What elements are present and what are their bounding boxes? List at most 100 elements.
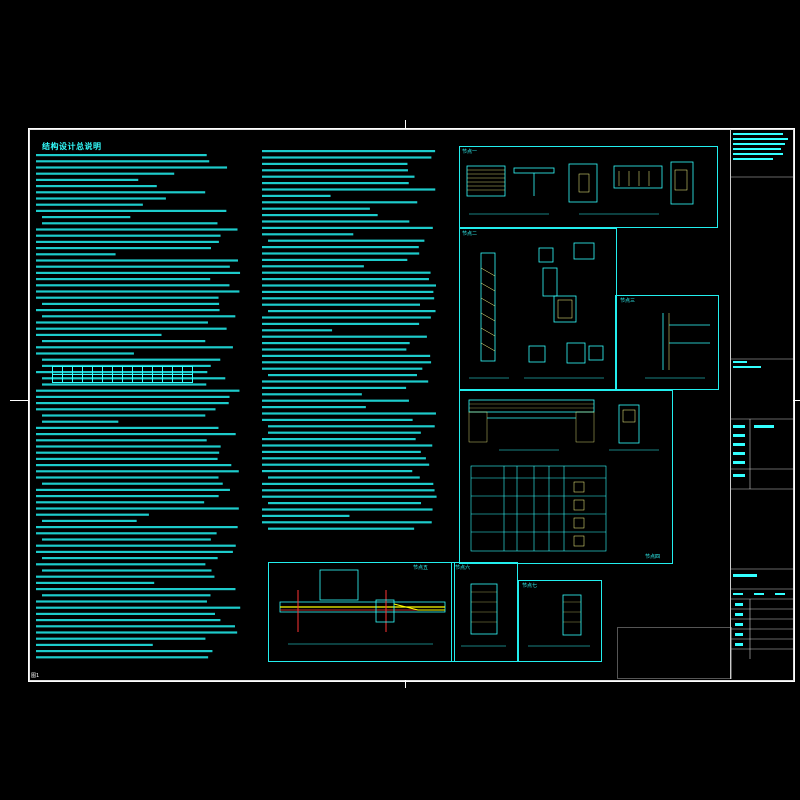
detail-drawing-7 — [528, 594, 590, 647]
note-line — [36, 271, 241, 274]
note-line — [36, 575, 215, 578]
detail-panel-7 — [518, 580, 602, 662]
detail-label-5: 节点五 — [413, 565, 429, 571]
note-line — [262, 393, 362, 396]
note-line — [36, 501, 205, 504]
note-line — [36, 426, 219, 429]
note-line — [36, 209, 227, 212]
note-line — [36, 284, 230, 287]
note-line — [262, 482, 434, 485]
note-line — [36, 439, 207, 442]
note-line — [36, 389, 240, 392]
note-line — [36, 581, 155, 584]
note-line — [36, 240, 219, 243]
detail-drawing-1 — [466, 161, 694, 215]
note-line — [262, 214, 378, 217]
note-line — [36, 203, 143, 206]
note-line — [262, 201, 418, 204]
note-line — [268, 239, 425, 242]
note-line — [36, 619, 221, 622]
note-line — [262, 220, 410, 223]
note-line — [42, 216, 131, 219]
note-line — [42, 594, 211, 597]
note-line — [36, 253, 116, 256]
note-line — [36, 160, 210, 163]
note-line — [262, 342, 410, 345]
detail-label-1: 节点一 — [462, 149, 478, 155]
note-line — [42, 302, 220, 305]
detail-panel-2 — [459, 228, 617, 390]
note-line — [262, 233, 354, 236]
detail-panel-4 — [459, 390, 673, 564]
note-line — [262, 508, 433, 511]
note-line — [36, 166, 228, 169]
note-line — [268, 431, 421, 434]
note-line — [262, 348, 407, 351]
right-center-tick — [793, 400, 800, 401]
note-line — [262, 457, 426, 460]
note-line — [262, 303, 421, 306]
detail-panel-1 — [459, 146, 718, 228]
page-title: 结构设计总说明 — [42, 142, 102, 151]
sheet-number: 图1 — [31, 673, 40, 679]
notes-column-2 — [262, 150, 437, 530]
note-line — [36, 402, 229, 405]
title-block-content — [730, 133, 793, 659]
note-line — [36, 278, 211, 281]
note-line — [262, 252, 420, 255]
note-line — [36, 637, 206, 640]
note-line — [262, 162, 408, 165]
note-line — [262, 194, 331, 197]
detail-label-2: 节点二 — [462, 231, 478, 237]
note-line — [262, 207, 370, 210]
note-line — [36, 476, 219, 479]
note-line — [262, 290, 434, 293]
note-line — [36, 451, 220, 454]
note-line — [262, 386, 407, 389]
note-line — [262, 406, 366, 409]
note-line — [36, 457, 218, 460]
note-line — [262, 438, 416, 441]
detail-panel-5 — [268, 562, 455, 662]
note-line — [262, 361, 432, 364]
detail-drawing-4 — [468, 399, 659, 552]
detail-drawing-3 — [645, 313, 710, 379]
note-line — [262, 399, 409, 402]
note-line — [42, 383, 207, 386]
note-line — [36, 327, 227, 330]
note-line — [268, 527, 415, 530]
note-line — [262, 169, 408, 172]
note-line — [36, 296, 219, 299]
note-line — [42, 482, 223, 485]
note-line — [36, 563, 206, 566]
note-line — [268, 476, 420, 479]
notes-column-1 — [36, 154, 241, 659]
note-line — [262, 316, 431, 319]
note-line — [36, 321, 208, 324]
note-line — [262, 412, 436, 415]
note-line — [262, 495, 437, 498]
note-line — [36, 290, 240, 293]
note-line — [36, 544, 236, 547]
note-line — [262, 521, 432, 524]
note-line — [36, 470, 239, 473]
note-line — [262, 284, 437, 287]
detail-label-3: 节点三 — [620, 298, 636, 304]
note-line — [36, 526, 238, 529]
note-line — [36, 154, 207, 157]
note-line — [36, 513, 149, 516]
note-line — [36, 612, 215, 615]
note-line — [262, 322, 420, 325]
rebar-anchor-table — [52, 366, 193, 383]
note-line — [36, 178, 139, 181]
note-line — [36, 191, 206, 194]
left-center-tick — [10, 400, 28, 401]
note-line — [36, 507, 239, 510]
note-line — [36, 185, 157, 188]
top-center-tick — [405, 120, 406, 128]
note-line — [36, 433, 236, 436]
note-line — [36, 625, 235, 628]
note-line — [262, 444, 433, 447]
note-line — [262, 278, 429, 281]
detail-drawing-2 — [469, 242, 604, 379]
